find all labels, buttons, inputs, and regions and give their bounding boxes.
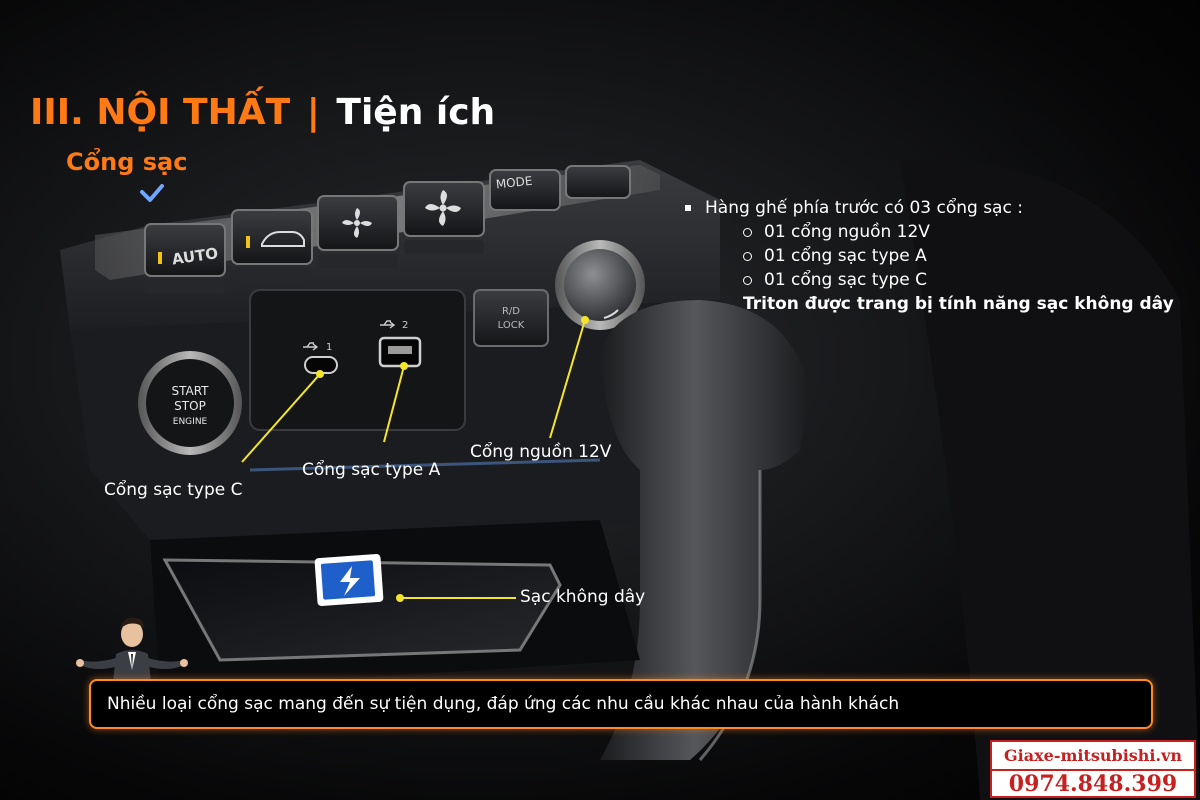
usb-port-panel (249, 289, 466, 431)
socket-cap-notch (603, 309, 619, 319)
callout-wireless: Sạc không dây (520, 587, 646, 607)
title-main: III. NỘI THẤT (30, 92, 291, 133)
dealer-website: Giaxe-mitsubishi.vn (992, 742, 1194, 771)
rd-lock-button[interactable] (473, 289, 549, 347)
auto-button[interactable] (144, 223, 226, 277)
usb-symbol-icon (303, 342, 319, 351)
button-grill (232, 268, 312, 282)
list-item-text: 01 cổng nguồn 12V (764, 222, 930, 242)
callout-line-12v (549, 319, 586, 439)
port2-number: 2 (402, 320, 408, 331)
dealer-brand-box: Giaxe-mitsubishi.vn 0974.848.399 (990, 740, 1196, 798)
title-separator: | (306, 92, 320, 133)
stop-label: STOP (174, 399, 206, 413)
seat-shadow (900, 159, 1200, 800)
ambient-light (249, 458, 601, 472)
list-item: 01 cổng nguồn 12V (743, 220, 1195, 244)
callout-power-12v: Cổng nguồn 12V (470, 442, 612, 462)
climate-buttons (144, 165, 631, 294)
list-item-text: 01 cổng sạc type C (764, 270, 928, 290)
circle-bullet-icon (743, 251, 752, 261)
square-bullet-icon (685, 205, 691, 211)
auto-indicator-led (158, 252, 162, 264)
title-sub: Tiện ích (336, 92, 496, 133)
start-label: START (171, 384, 209, 398)
info-heading: Hàng ghế phía trước có 03 cổng sạc : (705, 198, 1023, 218)
slide-title: III. NỘI THẤT | Tiện ích (30, 92, 495, 133)
presenter-avatar (76, 617, 188, 692)
callout-lines (241, 316, 589, 602)
power-socket-12v[interactable] (564, 249, 636, 321)
info-panel: Hàng ghế phía trước có 03 cổng sạc : 01 … (685, 196, 1195, 316)
port1-number: 1 (326, 342, 332, 353)
mode-label: MODE (495, 174, 533, 192)
extra-button[interactable] (565, 165, 631, 199)
port-list: 01 cổng nguồn 12V 01 cổng sạc type A 01 … (685, 220, 1195, 292)
callout-type-a: Cổng sạc type A (302, 460, 441, 480)
phone (162, 558, 562, 662)
mode-button[interactable] (489, 169, 561, 211)
usb-type-a-tongue (388, 346, 412, 354)
list-item-text: 01 cổng sạc type A (764, 246, 927, 266)
lock-label: LOCK (498, 320, 525, 331)
callout-line-type-a (383, 365, 405, 443)
circle-bullet-icon (743, 227, 752, 237)
callout-type-c: Cổng sạc type C (104, 480, 243, 500)
gear-lever (600, 300, 810, 760)
check-icon (140, 184, 164, 202)
list-item: 01 cổng sạc type C (743, 268, 1195, 292)
list-item: 01 cổng sạc type A (743, 244, 1195, 268)
info-heading-row: Hàng ghế phía trước có 03 cổng sạc : (685, 196, 1195, 220)
callout-dot (316, 370, 324, 378)
recirculation-button[interactable] (231, 209, 313, 265)
button-grill (404, 240, 484, 254)
car-recirculation-icon (261, 231, 305, 247)
callout-dot (581, 316, 589, 324)
dealer-phone: 0974.848.399 (992, 771, 1194, 796)
callout-dot (400, 362, 408, 370)
fan-small-icon (342, 208, 372, 238)
button-grill (145, 280, 225, 294)
usb-symbol-icon (380, 320, 396, 329)
engine-label: ENGINE (173, 417, 208, 427)
rd-label: R/D (502, 306, 520, 317)
caption-bar: Nhiều loại cổng sạc mang đến sự tiện dụn… (89, 679, 1153, 729)
button-grill (318, 254, 398, 268)
callout-dot (396, 594, 404, 602)
callout-line-type-c (241, 373, 321, 463)
circle-bullet-icon (743, 275, 752, 285)
info-note: Triton được trang bị tính năng sạc không… (743, 294, 1174, 314)
start-stop-button[interactable] (146, 359, 234, 447)
recirculation-indicator-led (246, 236, 250, 248)
wireless-charging-icon (314, 554, 384, 606)
fan-large-icon (425, 190, 461, 226)
caption-text: Nhiều loại cổng sạc mang đến sự tiện dụn… (107, 694, 900, 714)
section-subheading: Cổng sạc (66, 148, 188, 176)
